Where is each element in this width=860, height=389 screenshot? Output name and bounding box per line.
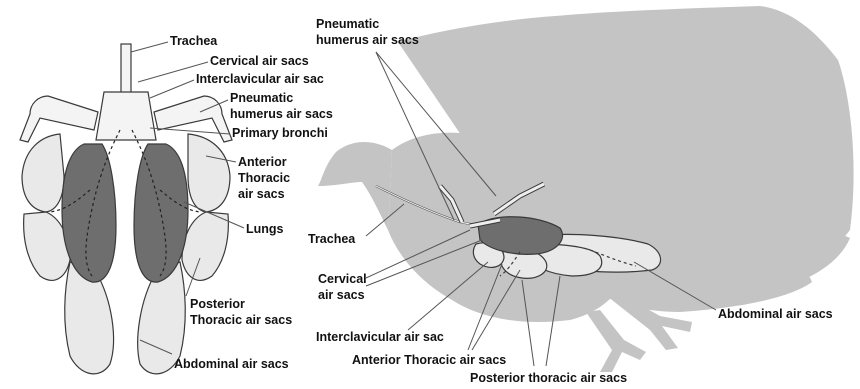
right-label-trachea: Trachea: [308, 231, 355, 247]
right-abdominal-text: Abdominal air sacs: [718, 306, 833, 322]
left-label-interclavicular: Interclavicular air sac: [196, 71, 324, 87]
left-posterior-line2: Thoracic air sacs: [190, 312, 292, 328]
left-label-lungs: Lungs: [246, 221, 284, 237]
left-anterior-line1: Anterior: [238, 154, 290, 170]
right-label-anterior: Anterior Thoracic air sacs: [352, 352, 506, 368]
left-anterior-thoracic-right: [188, 134, 230, 212]
left-abdominal-text: Abdominal air sacs: [174, 356, 289, 372]
right-trachea-text: Trachea: [308, 231, 355, 247]
right-label-interclavicular: Interclavicular air sac: [316, 329, 444, 345]
left-anterior-line2: Thoracic: [238, 170, 290, 186]
left-label-posterior: Posterior Thoracic air sacs: [190, 296, 292, 328]
right-cervical-line1: Cervical: [318, 271, 367, 287]
left-pneumatic-line1: Pneumatic: [230, 90, 333, 106]
left-clavicle-frame: [96, 92, 156, 140]
left-primary-bronchi-text: Primary bronchi: [232, 125, 328, 141]
right-label-posterior: Posterior thoracic air sacs: [470, 370, 627, 386]
left-trachea-text: Trachea: [170, 33, 217, 49]
left-interclavicular-text: Interclavicular air sac: [196, 71, 324, 87]
left-label-abdominal: Abdominal air sacs: [174, 356, 289, 372]
right-label-cervical: Cervical air sacs: [318, 271, 367, 303]
right-interclavicular-text: Interclavicular air sac: [316, 329, 444, 345]
left-posterior-thoracic-right: [182, 212, 228, 280]
left-cervical-text: Cervical air sacs: [210, 53, 309, 69]
left-pneumatic-line2: humerus air sacs: [230, 106, 333, 122]
left-label-cervical: Cervical air sacs: [210, 53, 309, 69]
right-label-abdominal: Abdominal air sacs: [718, 306, 833, 322]
left-lungs-text: Lungs: [246, 221, 284, 237]
right-cervical-line2: air sacs: [318, 287, 367, 303]
left-label-primary-bronchi: Primary bronchi: [232, 125, 328, 141]
right-anterior-text: Anterior Thoracic air sacs: [352, 352, 506, 368]
right-pneumatic-line2: humerus air sacs: [316, 32, 419, 48]
left-label-anterior: Anterior Thoracic air sacs: [238, 154, 290, 202]
left-label-pneumatic: Pneumatic humerus air sacs: [230, 90, 333, 122]
left-anterior-thoracic-left: [22, 134, 64, 212]
right-posterior-text: Posterior thoracic air sacs: [470, 370, 627, 386]
right-pneumatic-line1: Pneumatic: [316, 16, 419, 32]
right-label-pneumatic: Pneumatic humerus air sacs: [316, 16, 419, 48]
left-anterior-line3: air sacs: [238, 186, 290, 202]
left-label-trachea: Trachea: [170, 33, 217, 49]
left-posterior-line1: Posterior: [190, 296, 292, 312]
